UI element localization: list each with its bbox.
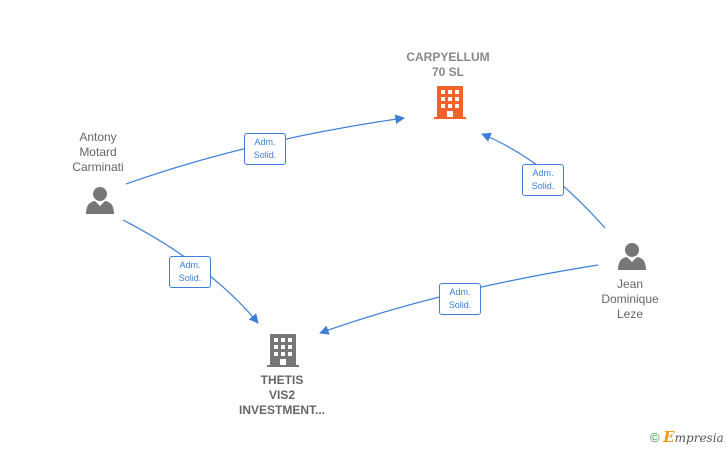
person-name-line: Leze	[616, 307, 644, 321]
person-name-line: Motard	[79, 145, 117, 159]
person-icon[interactable]	[86, 187, 114, 214]
edge-role-line: Adm.	[532, 168, 554, 178]
company-name-line: 70 SL	[431, 65, 464, 79]
edge-role-line: Adm.	[254, 137, 276, 147]
company-name-line: INVESTMENT...	[238, 403, 325, 417]
company-label-thetis[interactable]: THETIS VIS2 INVESTMENT...	[222, 373, 342, 418]
company-name-line: VIS2	[268, 388, 295, 402]
person-label-jean[interactable]: Jean Dominique Leze	[580, 277, 680, 322]
copyright-icon: ©	[650, 430, 660, 445]
brand-initial: E	[663, 428, 675, 446]
person-name-line: Antony	[79, 130, 117, 144]
company-label-carpyellum[interactable]: CARPYELLUM 70 SL	[388, 50, 508, 80]
brand-name: mpresia	[674, 431, 724, 445]
edge-role-line: Solid.	[253, 150, 277, 160]
company-name-line: THETIS	[260, 373, 304, 387]
person-name-line: Dominique	[601, 292, 659, 306]
building-icon[interactable]	[267, 334, 299, 367]
person-name-line: Carminati	[72, 160, 124, 174]
edge-role-line: Solid.	[178, 273, 202, 283]
edge-role-line: Adm.	[179, 260, 201, 270]
building-icon[interactable]	[434, 86, 466, 119]
brand-logo: © Empresia	[650, 428, 724, 446]
edge-label-jean-carpyellum[interactable]: Adm. Solid.	[522, 164, 564, 196]
edge-label-jean-thetis[interactable]: Adm. Solid.	[439, 283, 481, 315]
edge-role-line: Solid.	[448, 300, 472, 310]
person-name-line: Jean	[616, 277, 644, 291]
company-name-line: CARPYELLUM	[406, 50, 490, 64]
person-icon[interactable]	[618, 243, 646, 270]
edge-role-line: Adm.	[449, 287, 471, 297]
person-label-antony[interactable]: Antony Motard Carminati	[48, 130, 148, 175]
edge-label-antony-thetis[interactable]: Adm. Solid.	[169, 256, 211, 288]
edge-label-antony-carpyellum[interactable]: Adm. Solid.	[244, 133, 286, 165]
edge-role-line: Solid.	[531, 181, 555, 191]
